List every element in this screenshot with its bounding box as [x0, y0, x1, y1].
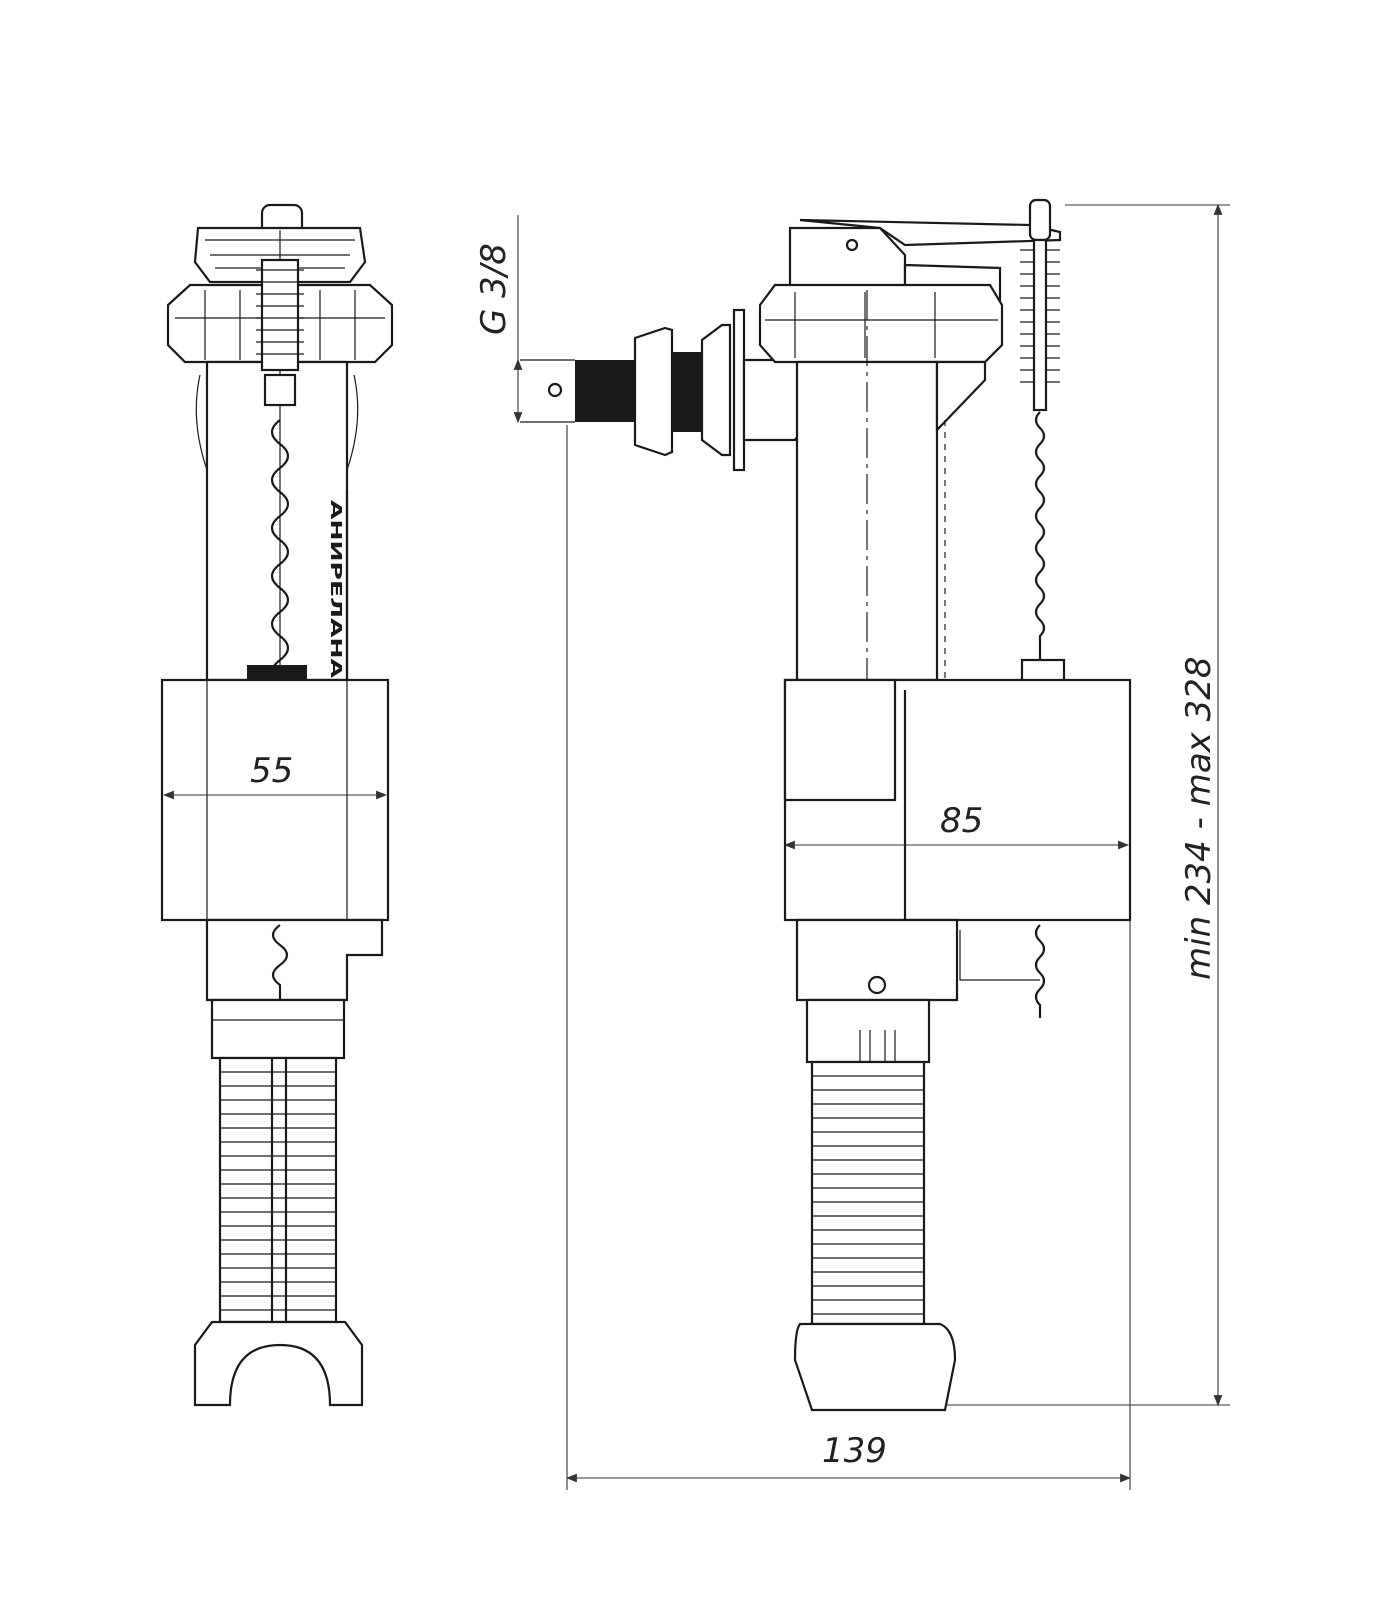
- side-cap: [788, 226, 907, 292]
- dimension-label-height: min 234 - max 328: [1179, 657, 1219, 980]
- base-foot: [193, 1320, 364, 1407]
- inlet-thread: [575, 360, 635, 422]
- side-view: 85 139 min 234 - max 328 G 3/8: [474, 198, 1230, 1490]
- spring: [256, 258, 304, 407]
- bellows: [218, 1056, 338, 1324]
- collar: [210, 998, 346, 1060]
- dimension-label-thread: G 3/8: [474, 243, 514, 335]
- side-nut: [758, 283, 1004, 364]
- dimension-label-139: 139: [822, 1431, 887, 1471]
- float-front: [160, 678, 390, 922]
- tube-marking: АНИРЕЛАНА: [327, 500, 345, 679]
- front-view: АНИРЕЛАНА 55: [160, 203, 394, 1407]
- side-base-foot: [793, 1322, 957, 1412]
- side-threaded-rod: [1034, 411, 1046, 660]
- side-collar: [805, 998, 931, 1064]
- side-spring: [1020, 238, 1060, 412]
- inlet-fitting: [520, 308, 810, 472]
- dimension-label-55: 55: [250, 751, 293, 791]
- dimension-label-85: 85: [940, 801, 983, 841]
- threaded-rod: [270, 419, 290, 685]
- side-bellows: [810, 1060, 926, 1326]
- side-screw: [867, 975, 887, 995]
